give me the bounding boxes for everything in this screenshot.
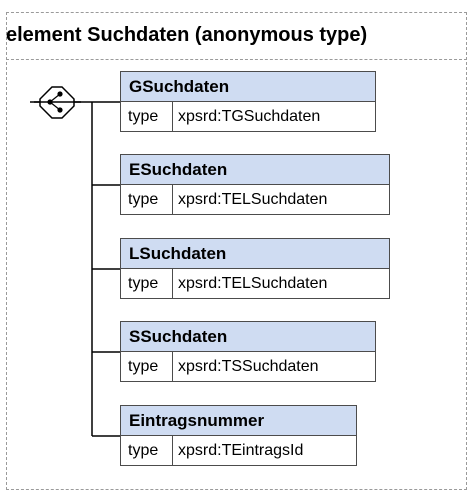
element-type-row: type xpsrd:TEintragsId	[120, 435, 357, 466]
title-separator	[6, 59, 467, 60]
element-name: GSuchdaten	[120, 71, 376, 102]
diagram-title: element Suchdaten (anonymous type)	[6, 24, 368, 46]
type-value: xpsrd:TEintragsId	[178, 442, 304, 459]
element-box-ssuchdaten[interactable]: SSuchdaten type xpsrd:TSSuchdaten	[120, 321, 376, 382]
type-label: type	[121, 185, 173, 214]
type-label: type	[121, 269, 173, 298]
type-label: type	[121, 436, 173, 465]
element-type-row: type xpsrd:TGSuchdaten	[120, 101, 376, 132]
element-name: ESuchdaten	[120, 154, 390, 185]
element-box-eintragsnummer[interactable]: Eintragsnummer type xpsrd:TEintragsId	[120, 405, 357, 466]
element-type-row: type xpsrd:TELSuchdaten	[120, 268, 390, 299]
type-value: xpsrd:TGSuchdaten	[178, 108, 321, 125]
type-value: xpsrd:TELSuchdaten	[178, 191, 328, 208]
type-label: type	[121, 102, 173, 131]
element-name: Eintragsnummer	[120, 405, 357, 436]
element-type-row: type xpsrd:TELSuchdaten	[120, 184, 390, 215]
diagram-frame	[6, 12, 467, 490]
type-label: type	[121, 352, 173, 381]
type-value: xpsrd:TSSuchdaten	[178, 358, 319, 375]
element-type-row: type xpsrd:TSSuchdaten	[120, 351, 376, 382]
element-name: LSuchdaten	[120, 238, 390, 269]
type-value: xpsrd:TELSuchdaten	[178, 275, 328, 292]
element-box-lsuchdaten[interactable]: LSuchdaten type xpsrd:TELSuchdaten	[120, 238, 390, 299]
element-name: SSuchdaten	[120, 321, 376, 352]
element-box-esuchdaten[interactable]: ESuchdaten type xpsrd:TELSuchdaten	[120, 154, 390, 215]
sequence-compositor-icon	[34, 86, 81, 119]
element-box-gsuchdaten[interactable]: GSuchdaten type xpsrd:TGSuchdaten	[120, 71, 376, 132]
